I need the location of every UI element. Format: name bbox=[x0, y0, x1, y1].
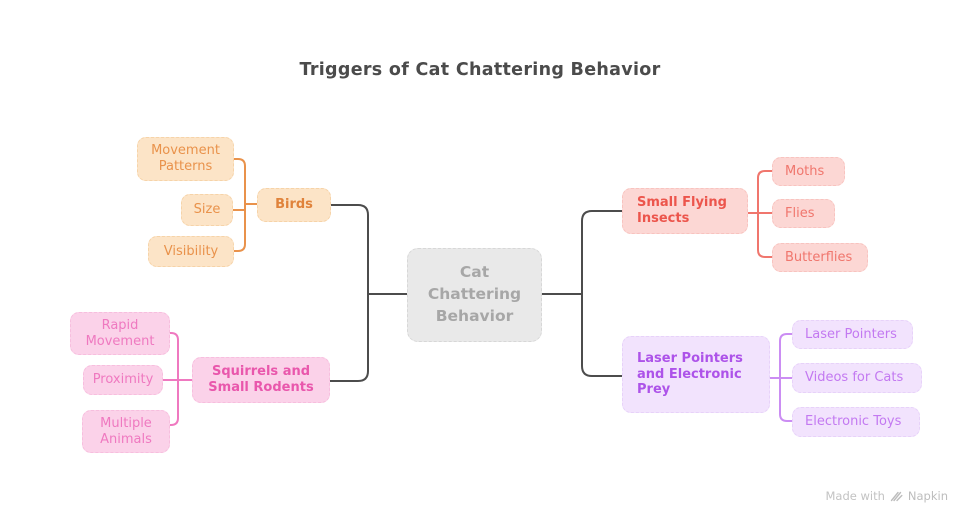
connector-birds-children bbox=[234, 158, 246, 252]
node-butterflies[interactable]: Butterflies bbox=[772, 243, 868, 272]
node-moths[interactable]: Moths bbox=[772, 157, 845, 186]
node-laser-pointers-and-electronic-prey[interactable]: Laser Pointers and Electronic Prey bbox=[622, 336, 770, 413]
node-label: Movement Patterns bbox=[151, 143, 220, 174]
watermark-prefix: Made with bbox=[825, 489, 885, 503]
node-label: Birds bbox=[275, 197, 313, 213]
node-squirrels-and-small-rodents[interactable]: Squirrels and Small Rodents bbox=[192, 357, 330, 403]
node-label: Videos for Cats bbox=[805, 370, 904, 386]
node-proximity[interactable]: Proximity bbox=[83, 365, 163, 395]
node-videos-for-cats[interactable]: Videos for Cats bbox=[792, 363, 922, 393]
node-label: Squirrels and Small Rodents bbox=[208, 364, 314, 395]
node-label: Cat Chattering Behavior bbox=[427, 263, 522, 325]
node-label: Size bbox=[193, 202, 221, 218]
node-label: Multiple Animals bbox=[100, 415, 152, 447]
node-flies[interactable]: Flies bbox=[772, 199, 835, 228]
node-label: Electronic Toys bbox=[805, 414, 902, 430]
node-label: Laser Pointers and Electronic Prey bbox=[637, 350, 743, 398]
node-movement-patterns[interactable]: Movement Patterns bbox=[137, 137, 234, 181]
node-label: Rapid Movement bbox=[85, 317, 155, 349]
node-size[interactable]: Size bbox=[181, 194, 233, 226]
napkin-logo-icon bbox=[890, 491, 903, 502]
node-label: Small Flying Insects bbox=[637, 195, 727, 226]
node-label: Laser Pointers bbox=[805, 326, 897, 342]
node-multiple-animals[interactable]: Multiple Animals bbox=[82, 410, 170, 453]
node-birds[interactable]: Birds bbox=[257, 188, 331, 222]
node-label: Butterflies bbox=[785, 249, 853, 265]
node-rapid-movement[interactable]: Rapid Movement bbox=[70, 312, 170, 355]
node-electronic-toys[interactable]: Electronic Toys bbox=[792, 407, 920, 437]
connector-center-right-trunk bbox=[581, 210, 622, 377]
watermark-brand: Napkin bbox=[907, 489, 948, 503]
napkin-watermark[interactable]: Made with Napkin bbox=[826, 489, 949, 503]
node-label: Visibility bbox=[163, 243, 219, 259]
diagram-title: Triggers of Cat Chattering Behavior bbox=[299, 60, 661, 80]
node-label: Proximity bbox=[92, 372, 154, 388]
node-label: Flies bbox=[785, 205, 815, 221]
node-cat-chattering-behavior[interactable]: Cat Chattering Behavior bbox=[407, 248, 542, 342]
node-laser-pointers[interactable]: Laser Pointers bbox=[792, 320, 913, 349]
node-small-flying-insects[interactable]: Small Flying Insects bbox=[622, 188, 748, 234]
node-label: Moths bbox=[785, 163, 825, 179]
node-visibility[interactable]: Visibility bbox=[148, 236, 234, 267]
connector-center-left-trunk bbox=[330, 204, 369, 382]
